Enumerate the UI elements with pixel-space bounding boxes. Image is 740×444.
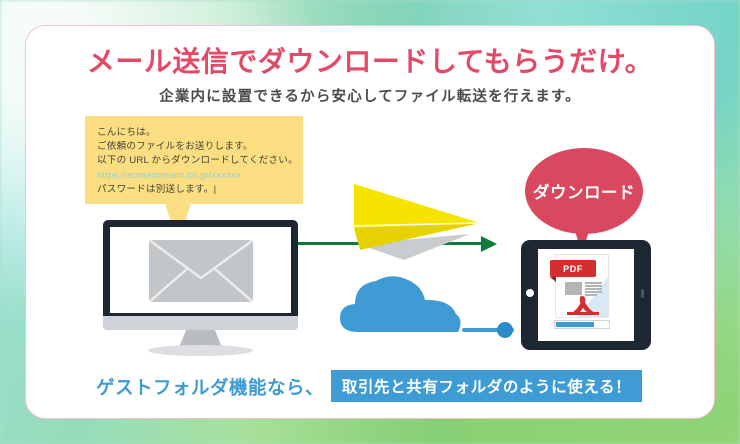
cloud-svg bbox=[340, 276, 461, 332]
cloud-icon bbox=[340, 272, 472, 334]
text-caret: | bbox=[213, 183, 217, 195]
pdf-acrobat-svg bbox=[567, 296, 599, 315]
mail-note-url[interactable]: https://somedomain.co.jp/xxxxxx bbox=[97, 169, 242, 181]
download-badge: ダウンロード bbox=[525, 148, 643, 234]
mail-note-password-text: パスワードは別送します。 bbox=[97, 183, 214, 195]
tablet-home-button bbox=[526, 289, 534, 297]
page-title: メール送信でダウンロードしてもらうだけ。 bbox=[86, 46, 654, 77]
pdf-acrobat-glyph bbox=[565, 295, 603, 315]
pdf-text-line bbox=[585, 288, 602, 290]
tablet-side-port bbox=[641, 289, 644, 298]
pdf-format-label: PDF bbox=[563, 263, 583, 274]
envelope-svg bbox=[149, 240, 253, 302]
pdf-text-line bbox=[585, 285, 602, 287]
mail-note-balloon: こんにちは。 ご依頼のファイルをお送りします。 以下の URL からダウンロード… bbox=[85, 116, 303, 204]
shared-folder-callout-button[interactable]: 取引先と共有フォルダのように使える！ bbox=[331, 370, 642, 402]
paper-plane-svg bbox=[353, 184, 481, 260]
guest-folder-label: ゲストフォルダ機能なら、 bbox=[96, 377, 325, 398]
transfer-arrow-head-icon bbox=[481, 236, 497, 252]
paper-plane-icon bbox=[352, 182, 482, 264]
pdf-text-line bbox=[585, 282, 602, 284]
pdf-ribbon-notch bbox=[550, 277, 556, 282]
download-progress-bar bbox=[554, 320, 610, 329]
monitor-bottom-bar bbox=[103, 316, 298, 330]
pdf-text-line bbox=[585, 294, 597, 296]
page-subtitle: 企業内に設置できるから安心してファイル転送を行えます。 bbox=[159, 89, 581, 105]
pdf-format-ribbon: PDF bbox=[550, 260, 596, 277]
mail-note-password-line: パスワードは別送します。| bbox=[97, 183, 291, 197]
envelope-icon bbox=[149, 240, 253, 302]
mail-note-line-1: こんにちは。 bbox=[97, 127, 156, 138]
mail-note-line-3: 以下の URL からダウンロードしてください。 bbox=[97, 155, 298, 167]
pdf-image-block bbox=[565, 282, 582, 295]
desktop-monitor-icon bbox=[103, 220, 298, 320]
download-badge-label: ダウンロード bbox=[533, 184, 635, 202]
cloud-connector-line bbox=[462, 328, 514, 332]
pdf-text-line bbox=[585, 291, 602, 293]
shared-folder-callout-label: 取引先と共有フォルダのように使える！ bbox=[341, 379, 632, 396]
monitor-foot bbox=[148, 345, 253, 356]
download-progress-fill bbox=[556, 322, 594, 327]
cloud-connector-dot bbox=[497, 322, 513, 338]
pdf-document-icon: PDF bbox=[550, 255, 608, 317]
mail-note-line-2: ご依頼のファイルをお送りします。 bbox=[97, 141, 253, 153]
